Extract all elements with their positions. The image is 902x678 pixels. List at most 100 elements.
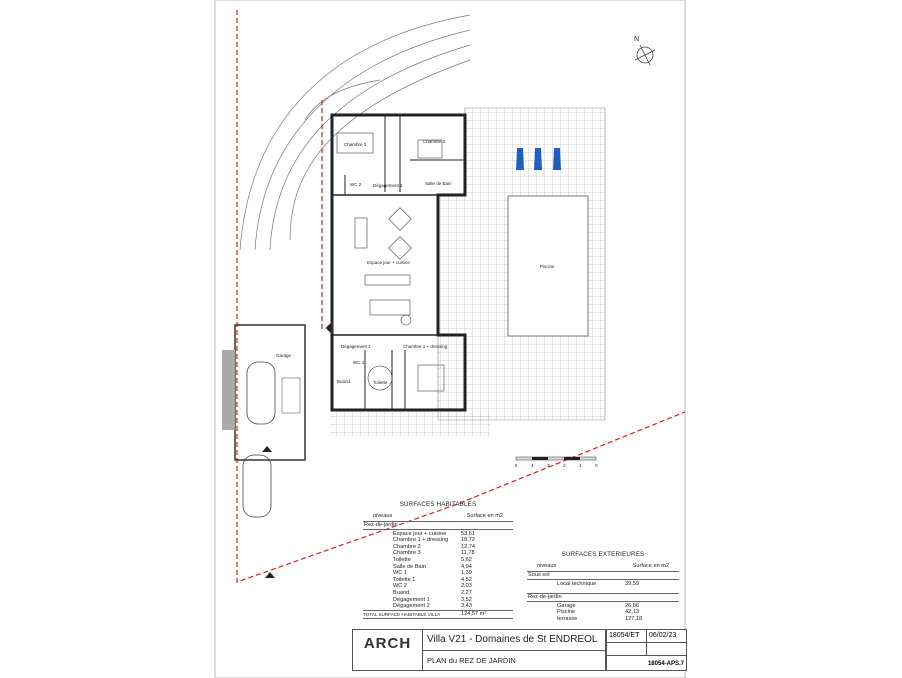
pool [507, 195, 589, 337]
row-value: 42,13 [625, 609, 639, 616]
table-row: Local technique 39,59 [527, 581, 679, 588]
col-surface: Surface en m2 [466, 513, 503, 519]
scale-tick: 0 [595, 463, 598, 468]
row-value: 1,39 [461, 570, 472, 577]
table-title: SURFACES HABITABLES [399, 501, 477, 508]
row-name: terrasse [557, 615, 578, 622]
level-label: Sous sol [527, 571, 679, 580]
table-row: Toilette 1 4,52 [363, 577, 513, 584]
label-chambre-1: Chambre 1 + dressing [403, 344, 448, 349]
table-row: Toilette 5,62 [363, 557, 513, 564]
furniture [325, 132, 445, 392]
label-wc-2: WC 2 [350, 182, 362, 187]
table-row: Espace jour + cuisine 53,61 [363, 531, 513, 538]
col-surface: Surface en m2 [632, 563, 669, 569]
terrace-steps [330, 412, 490, 437]
table-row: Buand. 2,27 [363, 590, 513, 597]
surfaces-exterieures-table: SURFACES EXTERIEURES niveaux Surface en m… [527, 551, 679, 623]
row-value: 4,94 [461, 563, 472, 570]
table-row: Dégagement 2 3,43 [363, 603, 513, 610]
surfaces-habitables-table: SURFACES HABITABLES niveaux Surface en m2… [363, 501, 513, 619]
row-value: 2,27 [461, 589, 472, 596]
north-label: N [634, 36, 639, 43]
row-value: 39,59 [625, 580, 639, 587]
row-name: Salle de Bain [393, 563, 426, 570]
table-row: Salle de Bain 4,94 [363, 564, 513, 571]
house-walls [330, 113, 467, 412]
property-line [236, 10, 686, 583]
row-value: 3,52 [461, 596, 472, 603]
table-row: Piscine 42,13 [527, 609, 679, 616]
table-row: terrasse 127,18 [527, 616, 679, 623]
label-chambre-2: Chambre 2 [423, 139, 446, 144]
col-niveaux: niveaux [373, 513, 393, 519]
table-row: Chambre 1 + dressing 18,72 [363, 537, 513, 544]
row-value: 5,62 [461, 556, 472, 563]
ref-number: 18054/ET [606, 630, 646, 643]
label-degagement-1: Dégagement 1 [341, 344, 371, 349]
scale-tick: 5 [515, 463, 518, 468]
col-niveaux: niveaux [537, 563, 557, 569]
logo-mark: ARCH [363, 635, 412, 652]
table-row: Chambre 3 11,78 [363, 550, 513, 557]
row-value: 127,18 [625, 615, 643, 622]
label-degagement-2: Dégagement 2 [373, 183, 403, 188]
row-name: Piscine [557, 609, 576, 616]
row-value: 3,43 [461, 603, 472, 610]
garage [222, 324, 306, 578]
row-name: Buand. [393, 589, 411, 596]
level-label: Rez-de-jardin [363, 521, 513, 530]
row-name: Toilette [393, 556, 411, 563]
total-value: 124,57 m² [461, 610, 487, 617]
label-buand: Buand. [337, 379, 351, 384]
row-name: WC 2 [393, 583, 407, 590]
sheet-frame [214, 0, 686, 678]
table-row: Chambre 2 12,74 [363, 544, 513, 551]
row-value: 18,72 [461, 537, 475, 544]
north-arrow: N [634, 36, 656, 66]
table-title: SURFACES EXTERIEURES [561, 551, 645, 558]
row-name: Chambre 2 [393, 543, 421, 550]
row-value: 11,78 [461, 550, 475, 557]
title-block: ARCH Villa V21 - Domaines de St ENDREOL … [352, 629, 687, 671]
label-piscine: Piscine [540, 264, 555, 269]
scale-tick: 1 [579, 463, 582, 468]
row-name: Espace jour + cuisine [393, 530, 447, 537]
table-row: WC 2 2,03 [363, 583, 513, 590]
date: 06/02/23 [646, 630, 686, 643]
sheet-title: PLAN du REZ DE JARDIN [423, 650, 605, 671]
row-value: 4,52 [461, 576, 472, 583]
row-name: Toilette 1 [393, 576, 416, 583]
row-name: WC 1 [393, 570, 407, 577]
drawing-code: 18054-APS.7 [606, 656, 686, 670]
label-garage: Garage [276, 353, 292, 358]
row-value: 26,66 [625, 602, 639, 609]
label-wc-1: WC 1 [353, 360, 365, 365]
logo: ARCH [353, 630, 423, 670]
row-value: 12,74 [461, 543, 475, 550]
scale-tick: 3 [547, 463, 550, 468]
row-name: Dégagement 2 [393, 603, 430, 610]
scale-tick: 2 [563, 463, 566, 468]
row-name: Garage [557, 602, 576, 609]
label-espace-jour: Espace jour + cuisine [367, 260, 410, 265]
row-value: 53,61 [461, 530, 475, 537]
row-name: Local technique [557, 580, 597, 587]
total-label: TOTAL SURFACE HABITABLE VILLA [363, 611, 441, 617]
scale-bar: 5 4 3 2 1 0 [515, 456, 598, 468]
scale-tick: 4 [531, 463, 534, 468]
label-toilette: Toilette [373, 380, 388, 385]
row-value: 2,03 [461, 583, 472, 590]
row-name: Chambre 1 + dressing [393, 537, 449, 544]
sun-loungers [516, 148, 561, 170]
label-chambre-3: Chambre 3 [344, 142, 367, 147]
road-curves [239, 14, 471, 251]
row-name: Dégagement 1 [393, 596, 430, 603]
label-salle-de-bain: Salle de Bain [425, 181, 452, 186]
level-label: Rez-de-jardin [527, 593, 679, 602]
row-name: Chambre 3 [393, 550, 421, 557]
table-row: Garage 26,66 [527, 603, 679, 610]
table-row: Dégagement 1 3,52 [363, 597, 513, 604]
table-row: WC 1 1,39 [363, 570, 513, 577]
project-title: Villa V21 - Domaines de St ENDREOL [427, 634, 598, 645]
